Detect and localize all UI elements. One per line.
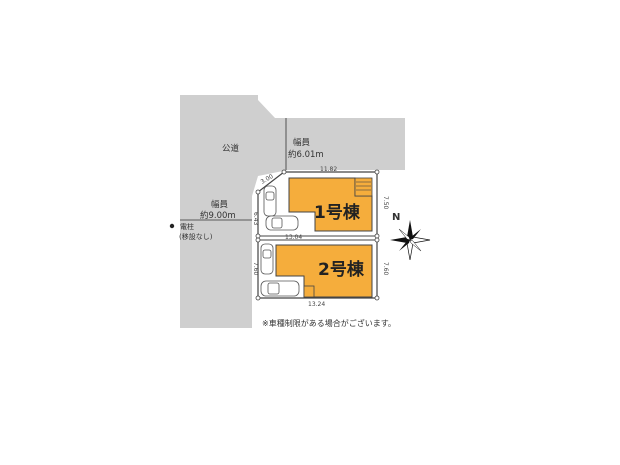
- lot-boundary: [257, 171, 378, 299]
- utility-pole-label: 電柱: [180, 222, 194, 231]
- dim-lot1-south: 13.04: [285, 234, 302, 241]
- car-icon-parking-1a: [263, 185, 277, 217]
- road-west-width-value: 約9.00m: [200, 210, 236, 221]
- compass-n-label: N: [392, 212, 400, 223]
- road-west-width-label: 幅員: [211, 199, 229, 210]
- road-north-width-value: 約6.01m: [288, 149, 324, 160]
- footnote: ※車種制限がある場合がございます。: [262, 318, 396, 328]
- building-2-entry: [303, 285, 315, 298]
- building-1-label: 1号棟: [314, 202, 361, 223]
- car-icon-parking-2a: [260, 243, 274, 275]
- dim-lot2-west: 7.60: [252, 262, 259, 276]
- dim-lot2-south: 13.24: [308, 301, 325, 308]
- north-arrow-icon: [390, 220, 431, 261]
- car-icon-parking-2b: [260, 280, 300, 297]
- utility-pole-icon: [169, 223, 175, 229]
- dim-lot1-west: 6.43: [252, 212, 259, 226]
- road-north-label: 公道: [222, 143, 240, 154]
- utility-pole-note: (移設なし): [179, 232, 213, 241]
- stair-icon: [356, 181, 371, 191]
- public-road-area: [180, 95, 405, 328]
- dim-lot1-east: 7.50: [382, 196, 389, 210]
- building-1-balcony: [354, 177, 373, 197]
- road-north-width-label: 幅員: [293, 137, 311, 148]
- dim-lot2-east: 7.60: [382, 262, 389, 276]
- boundary-markers: [255, 169, 380, 301]
- car-icon-parking-1b: [265, 215, 299, 231]
- dim-north-frontage: 11.82: [320, 166, 337, 173]
- building-2-label: 2号棟: [318, 259, 365, 280]
